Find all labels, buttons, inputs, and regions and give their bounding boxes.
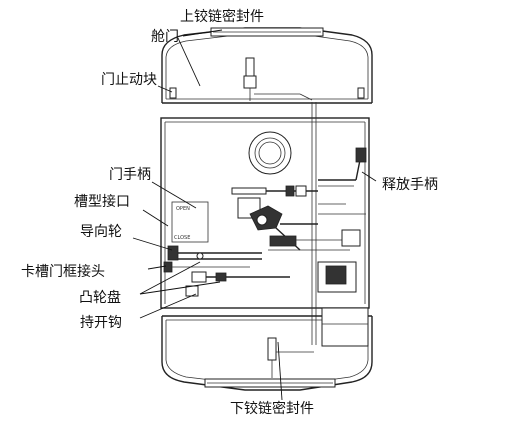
label-frame-clamp-joint: 卡槽门框接头 bbox=[21, 263, 105, 280]
lower-latch-fitting bbox=[267, 337, 314, 378]
frame-clamp-joint bbox=[163, 261, 250, 273]
holding-hook bbox=[185, 285, 199, 297]
labels: 上铰链密封件 舱门 门止动块 门手柄 槽型接口 导向轮 卡槽门框接头 凸轮盘 持… bbox=[21, 8, 438, 417]
label-hatch-door: 舱门 bbox=[151, 29, 179, 45]
label-holding-hook: 持开钩 bbox=[80, 315, 122, 331]
label-release-handle: 释放手柄 bbox=[382, 177, 438, 193]
upper-seal-strip bbox=[210, 27, 324, 37]
lower-right-box bbox=[321, 307, 369, 347]
door-stop-block-right bbox=[357, 87, 365, 99]
lower-door-panel bbox=[161, 307, 373, 391]
cam-disc-rod bbox=[191, 271, 290, 283]
label-door-stop-block: 门止动块 bbox=[101, 72, 157, 88]
label-groove-interface: 槽型接口 bbox=[74, 193, 130, 210]
leader-lines bbox=[132, 29, 377, 401]
guide-wheel-assembly bbox=[167, 245, 262, 261]
close-mark: CLOSE bbox=[174, 235, 190, 241]
upper-door-panel bbox=[161, 27, 373, 104]
lower-seal-strip bbox=[204, 378, 336, 388]
label-cam-disc: 凸轮盘 bbox=[79, 289, 121, 306]
upper-latch-fitting bbox=[243, 57, 313, 101]
groove-interface-plate: OPEN CLOSE bbox=[171, 201, 209, 243]
label-door-handle: 门手柄 bbox=[109, 167, 151, 183]
release-handle bbox=[318, 147, 367, 187]
porthole-window bbox=[248, 131, 292, 175]
cam-linkage bbox=[237, 197, 350, 251]
label-upper-hinge-seal: 上铰链密封件 bbox=[180, 8, 264, 25]
open-mark: OPEN bbox=[176, 206, 190, 212]
door-handle bbox=[231, 185, 318, 197]
right-linkage-block bbox=[317, 203, 366, 293]
label-lower-hinge-seal: 下铰链密封件 bbox=[230, 400, 314, 417]
latch-mechanism: OPEN CLOSE bbox=[163, 147, 367, 297]
door-stop-block-left bbox=[169, 87, 177, 99]
label-guide-wheel: 导向轮 bbox=[80, 224, 122, 240]
